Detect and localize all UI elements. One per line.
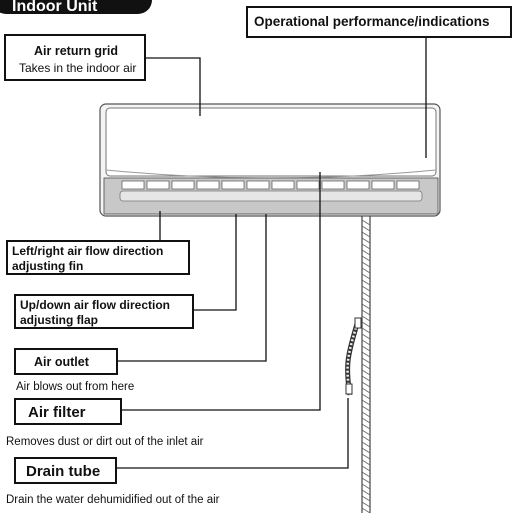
- operational-indications-label: Operational performance/indications: [254, 14, 490, 29]
- left-right-fin-label-line1: Left/right air flow direction: [12, 244, 164, 258]
- up-down-flap-box: Up/down air flow direction adjusting fla…: [14, 294, 194, 329]
- air-outlet-label: Air outlet: [34, 355, 89, 369]
- air-return-grid-description: Takes in the indoor air: [19, 61, 137, 75]
- air-filter-label: Air filter: [28, 404, 86, 421]
- drain-tube-label: Drain tube: [26, 463, 101, 480]
- air-outlet-box: Air outlet: [14, 348, 118, 375]
- up-down-flap-label-line2: adjusting flap: [20, 313, 98, 327]
- left-right-fin-box: Left/right air flow direction adjusting …: [6, 240, 190, 275]
- air-filter-box: Air filter: [14, 398, 122, 425]
- up-down-flap-label-line1: Up/down air flow direction: [20, 298, 170, 312]
- left-right-fin-label-line2: adjusting fin: [12, 259, 84, 273]
- leader-lines: [117, 37, 427, 469]
- drain-tube-hose: [345, 317, 362, 396]
- air-outlet-vents: [121, 180, 420, 190]
- air-filter-description: Removes dust or dirt out of the inlet ai…: [6, 436, 204, 448]
- air-return-grid-label: Air return grid: [34, 44, 119, 58]
- air-return-grid-box: Air return grid Takes in the indoor air: [4, 34, 146, 81]
- air-outlet-description: Air blows out from here: [16, 381, 135, 393]
- drain-tube-box: Drain tube: [14, 457, 117, 484]
- adjusting-fin: [119, 190, 423, 202]
- section-title: Indoor Unit: [0, 0, 152, 15]
- operational-indications-box: Operational performance/indications: [246, 6, 512, 38]
- piping: [361, 216, 371, 513]
- drain-tube-description: Drain the water dehumidified out of the …: [6, 494, 220, 506]
